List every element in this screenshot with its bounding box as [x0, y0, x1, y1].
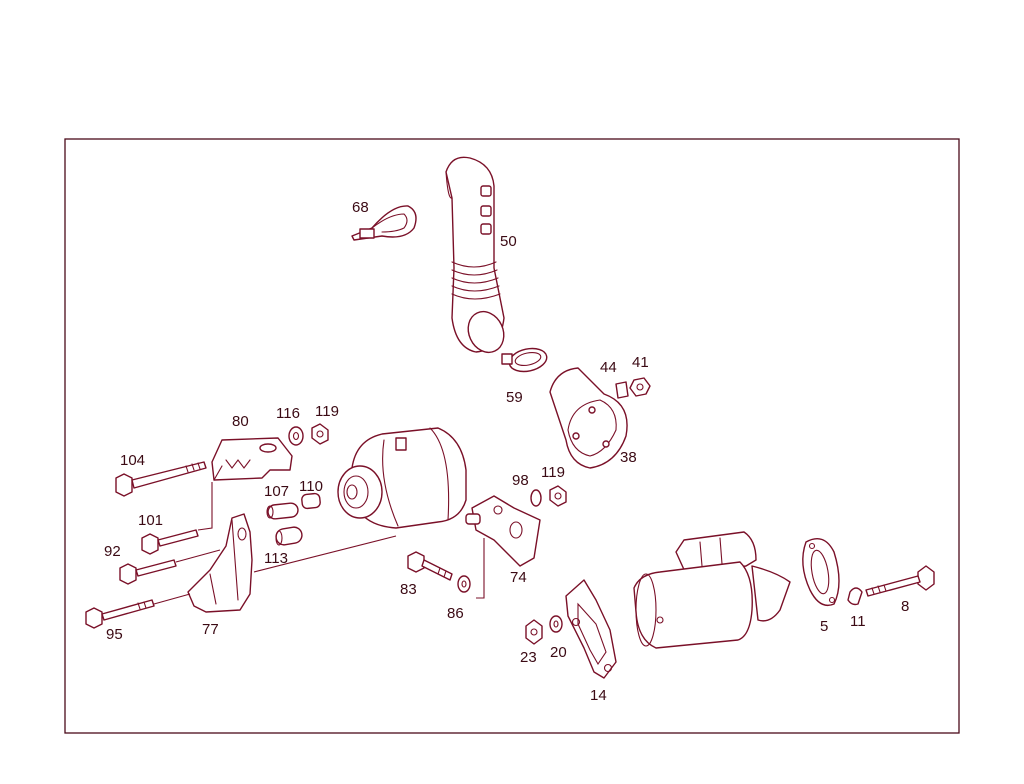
part-5-gasket[interactable]	[802, 538, 840, 607]
part-80-bracket[interactable]	[211, 437, 293, 481]
part-59-hose-clamp[interactable]	[501, 345, 549, 374]
callout-101: 101	[138, 512, 163, 529]
callout-50: 50	[500, 233, 517, 250]
callout-119-upper: 119	[315, 403, 339, 420]
callout-77: 77	[202, 621, 219, 638]
part-77-bracket[interactable]	[153, 513, 253, 613]
callout-83: 83	[400, 581, 417, 598]
alternator[interactable]	[253, 427, 467, 573]
callout-116: 116	[276, 405, 300, 422]
part-107-sleeve[interactable]	[266, 502, 299, 520]
part-104-bolt[interactable]	[115, 461, 207, 497]
callout-59: 59	[506, 389, 523, 406]
callout-113: 113	[264, 550, 288, 567]
part-101-bolt[interactable]	[141, 482, 213, 555]
part-14-flange-plate[interactable]	[565, 579, 617, 679]
callout-44: 44	[600, 359, 617, 376]
callout-68: 68	[352, 199, 369, 216]
callout-20: 20	[550, 644, 567, 661]
callout-95: 95	[106, 626, 123, 643]
part-8-bolt[interactable]	[865, 565, 935, 597]
part-23-nut[interactable]	[525, 619, 543, 645]
callout-119-lower: 119	[541, 464, 565, 481]
callout-38: 38	[620, 449, 637, 466]
part-98-washer[interactable]	[530, 489, 542, 507]
callout-80: 80	[232, 413, 249, 430]
part-38-cover[interactable]	[549, 367, 628, 469]
part-95-bolt[interactable]	[85, 599, 155, 629]
part-86-washer[interactable]	[457, 575, 471, 593]
callout-14: 14	[590, 687, 607, 704]
part-92-bolt[interactable]	[119, 559, 177, 585]
part-110-bushing[interactable]	[301, 492, 321, 510]
starter-motor[interactable]	[633, 531, 791, 649]
part-41-nut[interactable]	[629, 377, 651, 397]
callout-86: 86	[447, 605, 464, 622]
part-44-nut[interactable]	[615, 381, 629, 399]
callout-98: 98	[512, 472, 529, 489]
callout-23: 23	[520, 649, 537, 666]
callout-11: 11	[850, 613, 866, 630]
part-83-bolt[interactable]	[407, 551, 453, 581]
callout-5: 5	[820, 618, 828, 635]
callout-107: 107	[264, 483, 289, 500]
diagram-frame	[64, 138, 960, 734]
callout-110: 110	[299, 478, 323, 495]
part-113-spacer[interactable]	[275, 526, 303, 546]
part-11-washer[interactable]	[847, 587, 863, 606]
callout-92: 92	[104, 543, 121, 560]
callout-8: 8	[901, 598, 909, 615]
callout-74: 74	[510, 569, 527, 586]
part-68-cable-tie[interactable]	[351, 205, 417, 241]
part-119-nut-upper[interactable]	[311, 423, 329, 445]
part-50-intake-hose[interactable]	[445, 156, 510, 358]
part-116-washer[interactable]	[288, 426, 304, 446]
callout-41: 41	[632, 354, 649, 371]
part-119-nut-lower[interactable]	[549, 485, 567, 507]
callout-104: 104	[120, 452, 145, 469]
part-74-bracket[interactable]	[465, 495, 541, 599]
part-20-washer[interactable]	[549, 615, 563, 633]
